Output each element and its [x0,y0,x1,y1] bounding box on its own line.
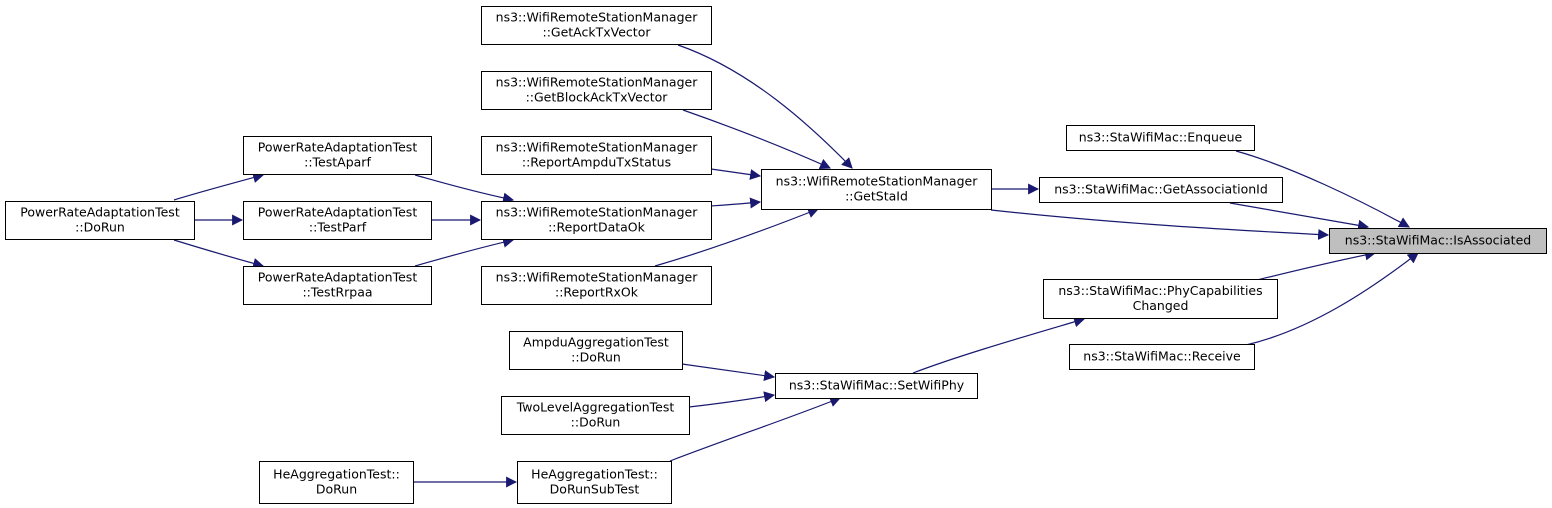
node-reportrxok[interactable]: ns3::WifiRemoteStationManager::ReportRxO… [481,266,712,305]
edge-powerdorun-to-testrrpaa [173,239,265,269]
node-testaparf[interactable]: PowerRateAdaptationTest::TestAparf [243,136,432,175]
node-label-line: ::GetBlockAckTxVector [526,90,669,105]
edge-testaparf-to-reportdataok [414,174,515,204]
node-label-line: ns3::WifiRemoteStationManager [496,140,699,155]
node-box [501,396,690,435]
node-label-line: ns3::WifiRemoteStationManager [496,205,699,220]
node-label-line: ns3::WifiRemoteStationManager [496,75,699,90]
node-label-line: ns3::WifiRemoteStationManager [776,174,979,189]
edge-hedorunsubtest-to-setwifiphy [669,396,842,462]
node-label-line: PowerRateAdaptationTest [258,270,418,285]
node-hedorun[interactable]: HeAggregationTest::DoRun [259,461,414,504]
node-box [259,461,414,504]
node-powerdorun[interactable]: PowerRateAdaptationTest::DoRun [5,201,195,240]
node-label-line: ns3::StaWifiMac::Enqueue [1079,130,1243,145]
node-label-line: PowerRateAdaptationTest [20,205,180,220]
edge-reportrxok-to-getstaid [654,207,820,267]
edge-getassociationid-to-isassociated [1229,202,1370,231]
node-hedorunsubtest[interactable]: HeAggregationTest::DoRunSubTest [517,461,672,504]
node-enqueue[interactable]: ns3::StaWifiMac::Enqueue [1066,125,1255,151]
node-label-line: ::TestRrpaa [302,285,372,300]
edge-receive-to-isassociated [1245,252,1419,346]
node-ampdudorun[interactable]: AmpduAggregationTest::DoRun [509,331,683,370]
node-isassociated: ns3::StaWifiMac::IsAssociated [1329,228,1547,254]
node-label-line: ns3::StaWifiMac::IsAssociated [1345,233,1531,248]
node-label-line: DoRun [316,482,357,497]
node-label-line: ::DoRun [75,220,125,235]
edge-phycapabilitieschanged-to-isassociated [1256,249,1377,281]
edge-reportdataok-to-getstaid [710,197,762,209]
node-box [5,201,195,240]
node-label-line: ::DoRun [571,415,621,430]
node-label-line: Changed [1133,298,1189,313]
node-box [1039,177,1283,203]
edge-testrrpaa-to-reportdataok [414,236,515,267]
node-label-line: ::TestParf [309,220,367,235]
node-label-line: ns3::StaWifiMac::GetAssociationId [1054,182,1268,197]
edge-setwifiphy-to-phycapabilitieschanged [912,316,1086,374]
node-box [481,6,712,45]
node-label-line: PowerRateAdaptationTest [258,140,418,155]
node-box [775,373,978,399]
node-label-line: ns3::WifiRemoteStationManager [496,10,699,25]
node-reportdataok[interactable]: ns3::WifiRemoteStationManager::ReportDat… [481,201,712,240]
node-setwifiphy[interactable]: ns3::StaWifiMac::SetWifiPhy [775,373,978,399]
node-label-line: ns3::StaWifiMac::SetWifiPhy [789,378,965,393]
node-label-line: ::GetAckTxVector [542,25,651,40]
node-label-line: PowerRateAdaptationTest [258,205,418,220]
node-label-line: TwoLevelAggregationTest [516,400,675,415]
node-box [481,201,712,240]
edge-getstaid-to-isassociated [990,209,1330,240]
node-box [481,136,712,175]
node-box [517,461,672,504]
node-getacktxvector[interactable]: ns3::WifiRemoteStationManager::GetAckTxV… [481,6,712,45]
node-label-line: ns3::StaWifiMac::PhyCapabilities [1058,283,1262,298]
node-label-line: HeAggregationTest:: [531,467,658,482]
node-box [509,331,683,370]
node-testrrpaa[interactable]: PowerRateAdaptationTest::TestRrpaa [243,266,432,305]
edge-powerdorun-to-testaparf [173,172,265,201]
node-label-line: ::ReportRxOk [555,285,639,300]
node-getblockacktxvector[interactable]: ns3::WifiRemoteStationManager::GetBlockA… [481,71,712,110]
edge-reportampdutxstatus-to-getstaid [710,168,762,180]
node-box [243,136,432,175]
node-box [481,71,712,110]
node-label-line: AmpduAggregationTest [523,335,669,350]
node-label-line: ::DoRun [571,350,621,365]
node-box [481,266,712,305]
node-label-line: DoRunSubTest [550,482,640,497]
node-box [1043,279,1278,319]
edge-ampdudorun-to-setwifiphy [681,363,776,382]
node-getassociationid[interactable]: ns3::StaWifiMac::GetAssociationId [1039,177,1283,203]
node-label-line: ::TestAparf [304,155,371,170]
node-label-line: ::GetStaId [845,189,908,204]
node-label-line: ::ReportDataOk [548,220,646,235]
node-receive[interactable]: ns3::StaWifiMac::Receive [1069,344,1255,370]
node-box [1069,344,1255,370]
edges-layer [173,44,1419,488]
node-box [243,201,432,240]
edge-twoleveldorun-to-setwifiphy [688,391,776,408]
node-box [761,169,992,210]
node-box [1329,228,1547,254]
edge-enqueue-to-isassociated [1235,150,1410,228]
node-testparf[interactable]: PowerRateAdaptationTest::TestParf [243,201,432,240]
node-getstaid[interactable]: ns3::WifiRemoteStationManager::GetStaId [761,169,992,210]
node-box [1066,125,1255,151]
edge-getblockacktxvector-to-getstaid [682,109,832,169]
node-label-line: ::ReportAmpduTxStatus [522,155,671,170]
edge-getacktxvector-to-getstaid [677,44,853,169]
node-twoleveldorun[interactable]: TwoLevelAggregationTest::DoRun [501,396,690,435]
node-label-line: HeAggregationTest:: [273,467,400,482]
node-reportampdutxstatus[interactable]: ns3::WifiRemoteStationManager::ReportAmp… [481,136,712,175]
node-label-line: ns3::WifiRemoteStationManager [496,270,699,285]
nodes-layer: ns3::StaWifiMac::IsAssociatedns3::StaWif… [5,6,1547,504]
node-box [243,266,432,305]
node-label-line: ns3::StaWifiMac::Receive [1083,349,1241,364]
